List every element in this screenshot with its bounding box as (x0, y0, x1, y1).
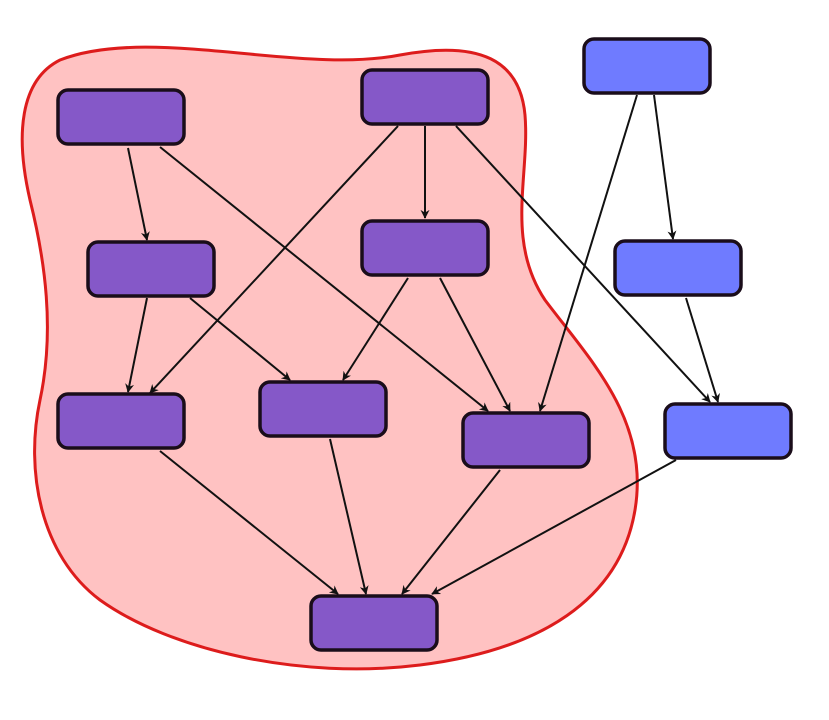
edge-p4-to-p6 (342, 277, 409, 381)
node-purple-p3 (86, 240, 216, 298)
edge-p6-to-p9 (329, 438, 369, 595)
edge-b1-to-b2 (653, 94, 677, 240)
edge-b1-to-p8 (538, 94, 638, 412)
edge-p1-to-p3 (127, 147, 150, 241)
edge-p3-to-p6 (189, 297, 291, 381)
edge-p2-to-p5 (149, 125, 399, 394)
edge-p8-to-p9 (401, 469, 501, 595)
node-purple-p1 (56, 88, 186, 146)
node-blue-b3 (663, 402, 793, 460)
node-purple-p2 (360, 68, 490, 126)
edge-p4-to-p8 (439, 277, 511, 412)
node-purple-p8 (461, 411, 591, 469)
edge-p3-to-p5 (125, 297, 148, 393)
node-blue-b1 (582, 37, 712, 95)
edge-p2-to-b3 (455, 125, 711, 403)
node-purple-p9 (309, 594, 439, 652)
edge-p5-to-p9 (159, 450, 339, 595)
node-purple-p6 (258, 380, 388, 438)
edge-p1-to-p8 (159, 146, 489, 412)
nodes-layer (56, 37, 793, 652)
node-purple-p5 (56, 392, 186, 450)
edges-layer (125, 94, 720, 595)
highlighted-region (20, 45, 639, 671)
node-blue-b2 (613, 239, 743, 297)
edge-b3-to-p9 (431, 459, 677, 595)
node-purple-p4 (360, 219, 490, 277)
edge-b2-to-b3 (685, 297, 720, 403)
